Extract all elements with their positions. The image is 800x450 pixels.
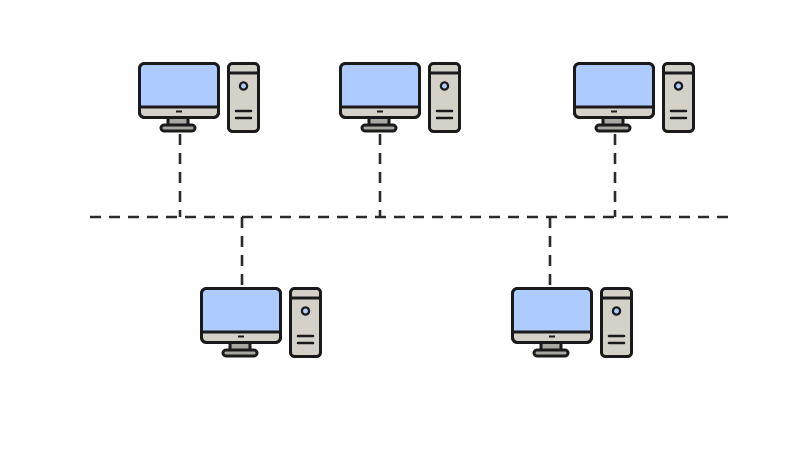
desktop-computer-icon [511, 287, 633, 358]
desktop-computer-icon [339, 62, 461, 133]
desktop-computer-icon [573, 62, 695, 133]
desktop-computer-icon [200, 287, 322, 358]
desktop-computer-icon [138, 62, 260, 133]
